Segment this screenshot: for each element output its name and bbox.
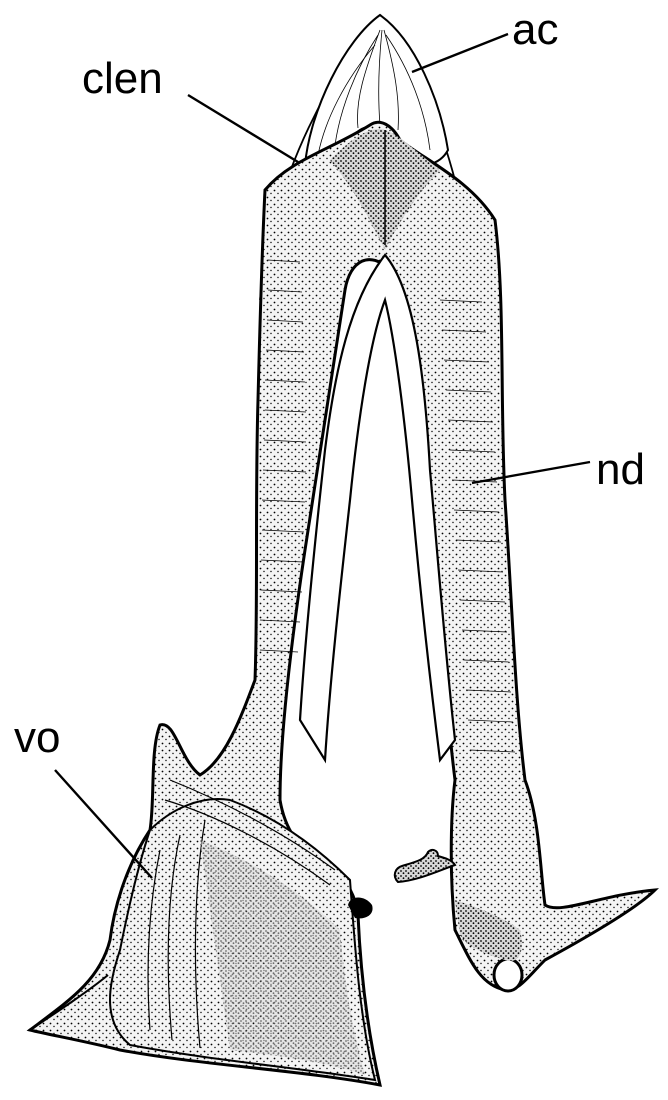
leader-ac — [412, 34, 508, 72]
lateral-process — [395, 850, 455, 882]
leader-vo — [55, 770, 152, 878]
label-vo: vo — [14, 713, 60, 762]
leader-clen — [188, 95, 298, 162]
label-clen: clen — [82, 54, 163, 103]
label-ac: ac — [512, 5, 558, 54]
label-nd: nd — [596, 445, 645, 494]
foramen — [494, 959, 522, 991]
